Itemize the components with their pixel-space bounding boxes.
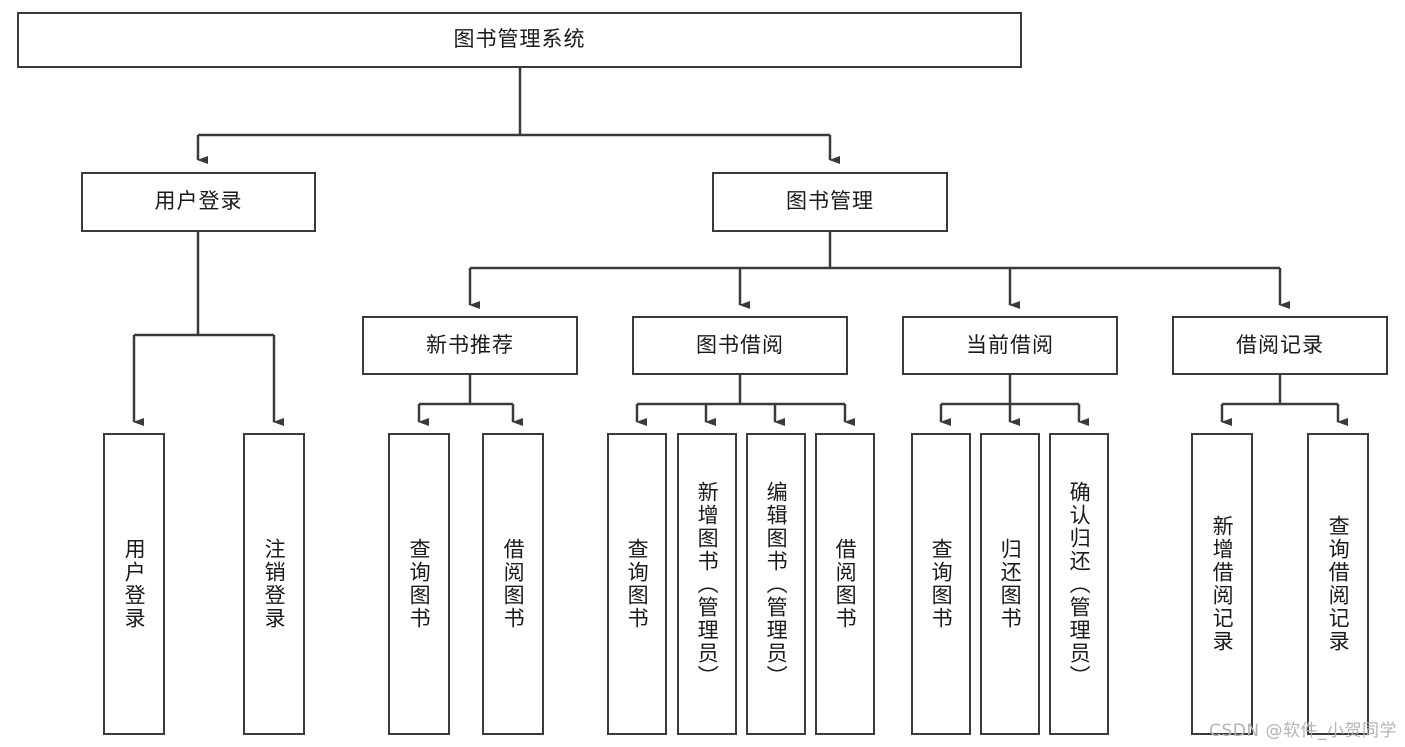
node-book-manage-label: 图书管理 bbox=[786, 189, 874, 214]
node-book-borrow[interactable]: 图书借阅 bbox=[632, 316, 848, 375]
node-leaf-borrow-book-2-label: 借阅图书 bbox=[833, 538, 858, 630]
node-leaf-add-record-label: 新增借阅记录 bbox=[1210, 515, 1235, 653]
node-leaf-edit-book[interactable]: 编辑图书（管理员） bbox=[746, 433, 806, 735]
node-leaf-user-login-label: 用户登录 bbox=[122, 538, 147, 630]
node-new-book-recommend-label: 新书推荐 bbox=[426, 332, 514, 357]
node-borrow-record-label: 借阅记录 bbox=[1236, 332, 1324, 357]
node-leaf-confirm-return-label: 确认归还（管理员） bbox=[1067, 480, 1092, 688]
node-leaf-confirm-return[interactable]: 确认归还（管理员） bbox=[1049, 433, 1109, 735]
node-leaf-query-book-3-label: 查询图书 bbox=[929, 538, 954, 630]
node-leaf-query-book-2[interactable]: 查询图书 bbox=[607, 433, 667, 735]
node-leaf-user-login[interactable]: 用户登录 bbox=[103, 433, 165, 735]
node-root-system-label: 图书管理系统 bbox=[453, 27, 586, 52]
node-book-manage[interactable]: 图书管理 bbox=[712, 172, 948, 232]
node-leaf-edit-book-label: 编辑图书（管理员） bbox=[764, 480, 789, 688]
node-leaf-borrow-book-2[interactable]: 借阅图书 bbox=[815, 433, 875, 735]
node-leaf-query-book-1-label: 查询图书 bbox=[407, 538, 432, 630]
node-user-login[interactable]: 用户登录 bbox=[81, 172, 316, 232]
node-new-book-recommend[interactable]: 新书推荐 bbox=[362, 316, 578, 375]
node-leaf-query-book-3[interactable]: 查询图书 bbox=[911, 433, 971, 735]
node-leaf-query-book-1[interactable]: 查询图书 bbox=[388, 433, 450, 735]
node-leaf-return-book-label: 归还图书 bbox=[998, 538, 1023, 630]
node-leaf-query-record[interactable]: 查询借阅记录 bbox=[1307, 433, 1369, 735]
node-leaf-logout-label: 注销登录 bbox=[262, 538, 287, 630]
node-root-system[interactable]: 图书管理系统 bbox=[17, 12, 1022, 68]
node-leaf-borrow-book-1-label: 借阅图书 bbox=[501, 538, 526, 630]
node-book-borrow-label: 图书借阅 bbox=[696, 332, 784, 357]
node-current-borrow[interactable]: 当前借阅 bbox=[902, 316, 1118, 375]
node-current-borrow-label: 当前借阅 bbox=[966, 332, 1054, 357]
node-leaf-add-book-label: 新增图书（管理员） bbox=[695, 480, 720, 688]
node-leaf-add-book[interactable]: 新增图书（管理员） bbox=[677, 433, 737, 735]
node-leaf-return-book[interactable]: 归还图书 bbox=[980, 433, 1040, 735]
node-borrow-record[interactable]: 借阅记录 bbox=[1172, 316, 1388, 375]
node-leaf-query-record-label: 查询借阅记录 bbox=[1326, 515, 1351, 653]
node-leaf-logout[interactable]: 注销登录 bbox=[243, 433, 305, 735]
node-leaf-query-book-2-label: 查询图书 bbox=[625, 538, 650, 630]
node-user-login-label: 用户登录 bbox=[154, 189, 243, 214]
node-leaf-add-record[interactable]: 新增借阅记录 bbox=[1191, 433, 1253, 735]
node-leaf-borrow-book-1[interactable]: 借阅图书 bbox=[482, 433, 544, 735]
